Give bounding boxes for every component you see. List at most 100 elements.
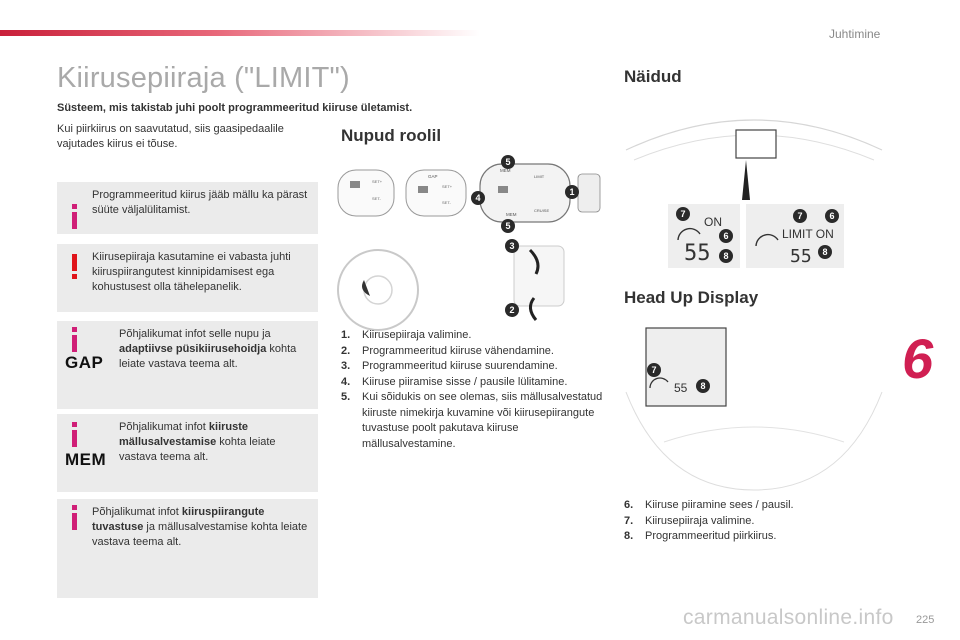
- section-label: Juhtimine: [829, 27, 881, 41]
- stalk-right-detail: [479, 163, 571, 223]
- page-subtitle: Süsteem, mis takistab juhi poolt program…: [57, 102, 413, 114]
- chapter-number: 6: [902, 327, 934, 390]
- watermark: carmanualsonline.info: [683, 606, 894, 629]
- svg-text:6: 6: [723, 231, 728, 241]
- callout-7: 7: [676, 207, 690, 221]
- stalk-label-set-plus: SET+: [442, 184, 453, 189]
- callout-7: 7: [793, 209, 807, 223]
- svg-text:5: 5: [505, 157, 510, 167]
- svg-text:2: 2: [509, 305, 514, 315]
- note-text: Põhjalikumat infot kiiruspiirangute tuva…: [92, 506, 308, 548]
- instrument-display-on: ON 55 7 6 8: [668, 204, 740, 268]
- list-item: 1.Kiirusepiiraja valimine.: [341, 329, 472, 341]
- page-number: 225: [916, 614, 935, 626]
- note-box-warning: Kiirusepiiraja kasutamine ei vabasta juh…: [57, 244, 318, 312]
- stalk-side-view: [513, 245, 565, 307]
- display-status: LIMIT ON: [782, 227, 834, 241]
- note-box-gap: GAP Põhjalikumat infot selle nupu ja ada…: [57, 321, 318, 409]
- speed-limiter-icon: [677, 227, 701, 241]
- info-icon: [71, 327, 79, 353]
- callout-8: 8: [696, 379, 710, 393]
- note-box-mem: MEM Põhjalikumat infot kiiruste mällusal…: [57, 414, 318, 492]
- intro-paragraph: Kui piirkiirus on saavutatud, siis gaasi…: [57, 123, 284, 150]
- svg-text:6: 6: [829, 211, 834, 221]
- list-item: 8.Programmeeritud piirkiirus.: [624, 530, 777, 542]
- svg-text:8: 8: [723, 251, 728, 261]
- hud-sketch: 55 7 8: [625, 327, 883, 491]
- note-box-recognition: Põhjalikumat infot kiiruspiirangute tuva…: [57, 499, 318, 598]
- arrow-down: [529, 297, 538, 321]
- pointer-arrow: [742, 160, 750, 200]
- callout-1: 1: [565, 185, 579, 199]
- note-text: Kiirusepiiraja kasutamine ei vabasta juh…: [92, 251, 291, 293]
- note-box-memory: Programmeeritud kiirus jääb mällu ka pär…: [57, 182, 318, 234]
- steering-wheel-hub: [363, 275, 393, 305]
- callout-6: 6: [719, 229, 733, 243]
- hud-heading: Head Up Display: [624, 288, 759, 307]
- svg-text:5: 5: [505, 221, 510, 231]
- callout-6: 6: [825, 209, 839, 223]
- list-item: 2.Programmeeritud kiiruse vähendamine.: [341, 344, 554, 357]
- callout-3: 3: [505, 239, 519, 253]
- header-accent-rule: [0, 30, 480, 36]
- list-item: 4.Kiiruse piiramise sisse / pausile lüli…: [341, 375, 568, 388]
- list-item: 6.Kiiruse piiramine sees / pausil.: [624, 499, 794, 511]
- steering-controls-heading: Nupud roolil: [341, 126, 442, 145]
- gap-badge: GAP: [65, 353, 104, 372]
- stalk-button: [498, 186, 508, 193]
- arrow-up: [528, 248, 540, 275]
- callout-8: 8: [719, 249, 733, 263]
- hud-speed: 55: [674, 381, 688, 395]
- stalk-button: [418, 186, 428, 193]
- instrument-display-limit-on: LIMIT ON 55 7 6 8: [746, 204, 844, 268]
- speed-limiter-icon: [755, 233, 779, 247]
- steering-controls-diagram: SET+ SET- GAP SET+ SET- MEM MEM LIMIT CR…: [337, 155, 601, 331]
- speed-limiter-icon: [649, 377, 669, 389]
- svg-text:7: 7: [680, 209, 685, 219]
- info-icon: [71, 505, 79, 531]
- note-text: Programmeeritud kiirus jääb mällu ka pär…: [92, 189, 308, 216]
- note-text: Põhjalikumat infot selle nupu ja adaptii…: [119, 328, 297, 370]
- stalk-label-mem: MEM: [506, 212, 517, 217]
- steering-controls-list: 1.Kiirusepiiraja valimine. 2.Programmeer…: [341, 328, 603, 452]
- warning-icon: [71, 254, 79, 280]
- stalk-label-cruise: CRUISE: [534, 208, 549, 213]
- list-item: 3.Programmeeritud kiiruse suurendamine.: [341, 360, 558, 372]
- display-speed: 55: [790, 246, 812, 267]
- svg-text:1: 1: [569, 187, 574, 197]
- svg-text:3: 3: [509, 241, 514, 251]
- stalk-label-set-minus: SET-: [442, 200, 452, 205]
- svg-text:8: 8: [700, 381, 705, 391]
- steering-wheel-sketch: [337, 249, 419, 331]
- stalk-tip: [577, 173, 601, 213]
- callout-7: 7: [647, 363, 661, 377]
- callout-8: 8: [818, 245, 832, 259]
- display-speed: 55: [684, 241, 711, 266]
- dashboard-sketch: [625, 119, 883, 200]
- info-icon: [71, 422, 79, 448]
- callout-5-bottom: 5: [501, 219, 515, 233]
- stalk-left-detail: [337, 169, 395, 217]
- svg-text:7: 7: [797, 211, 802, 221]
- stalk-label-gap: GAP: [428, 174, 438, 179]
- callout-2: 2: [505, 303, 519, 317]
- display-status: ON: [704, 215, 722, 229]
- display-legend-list: 6.Kiiruse piiramine sees / pausil. 7.Kii…: [624, 498, 884, 545]
- stalk-label-limit: LIMIT: [534, 174, 545, 179]
- svg-text:4: 4: [475, 193, 480, 203]
- svg-text:8: 8: [822, 247, 827, 257]
- callout-4: 4: [471, 191, 485, 205]
- displays-heading: Näidud: [624, 67, 682, 86]
- stalk-label-set-plus: SET+: [372, 179, 383, 184]
- info-icon: [71, 204, 79, 230]
- stalk-middle-detail: [405, 169, 467, 217]
- stalk-location-marker: [362, 280, 370, 296]
- svg-text:7: 7: [651, 365, 656, 375]
- mem-badge: MEM: [65, 450, 107, 469]
- list-item: 7.Kiirusepiiraja valimine.: [624, 514, 755, 527]
- instrument-panel-highlight: [735, 129, 777, 159]
- stalk-label-set-minus: SET-: [372, 196, 382, 201]
- page-title: Kiirusepiiraja ("LIMIT"): [57, 62, 350, 94]
- list-item: 5.Kui sõidukis on see olemas, siis mällu…: [341, 391, 603, 450]
- callout-5-top: 5: [501, 155, 515, 169]
